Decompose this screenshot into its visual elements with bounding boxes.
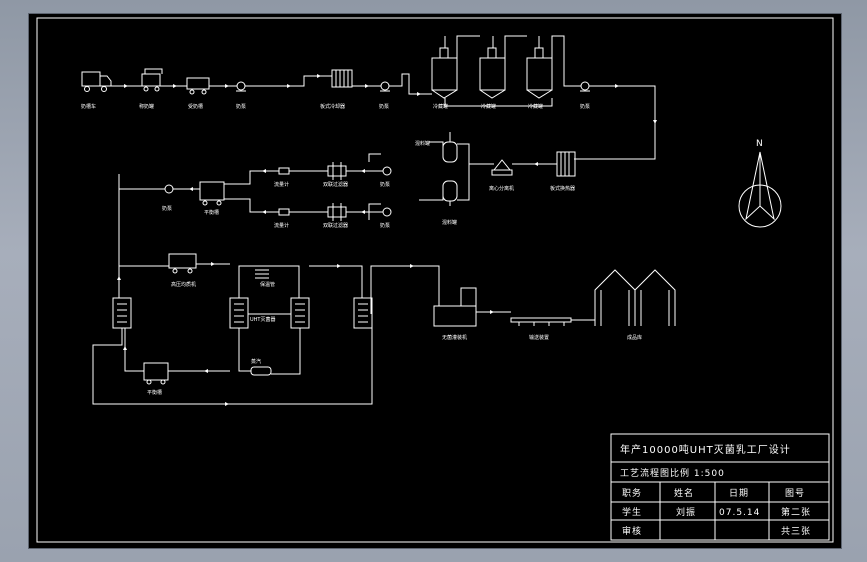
label-filter-bot: 双联过滤器 bbox=[323, 222, 348, 229]
label-mix-tank-top: 混料罐 bbox=[415, 140, 430, 147]
label-pump-2: 奶泵 bbox=[379, 103, 389, 110]
tank-interconnect bbox=[444, 36, 553, 107]
label-holding-tube: 保温管 bbox=[260, 281, 275, 288]
drawing-frame bbox=[36, 17, 834, 543]
tank-truck-symbol bbox=[81, 71, 112, 92]
col-name: 姓名 bbox=[674, 487, 694, 499]
label-filter-top: 双联过滤器 bbox=[323, 181, 348, 188]
balance-tank-symbol bbox=[199, 181, 225, 206]
label-weigh-tank: 称奶罐 bbox=[139, 103, 154, 110]
sheet-number: 第二张 bbox=[781, 506, 811, 518]
north-label: N bbox=[756, 139, 763, 149]
label-conveyor: 输送装置 bbox=[529, 334, 549, 341]
row1-flow-arrows bbox=[124, 74, 657, 124]
row1-pipeline bbox=[111, 35, 656, 160]
warehouse-symbol bbox=[594, 269, 676, 326]
label-uht-plate: UHT灭菌器 bbox=[250, 316, 275, 323]
cold-storage-tank-c bbox=[526, 47, 553, 99]
label-homogenizer: 高压均质机 bbox=[171, 281, 196, 288]
label-flowmeter-bot: 流量计 bbox=[274, 222, 289, 229]
col-date: 日期 bbox=[729, 488, 749, 499]
total-sheets: 共三张 bbox=[781, 526, 811, 537]
heat-exchanger-1 bbox=[112, 297, 132, 329]
separator-symbol bbox=[491, 159, 513, 176]
label-cold-store-a: 冷藏罐 bbox=[433, 103, 448, 110]
flowmeter-bot-symbol bbox=[278, 208, 290, 216]
label-plate-cooler: 板式冷却器 bbox=[320, 103, 345, 110]
label-mix-tank-bot: 混料罐 bbox=[442, 219, 457, 226]
pump-symbol-3 bbox=[580, 81, 590, 92]
pump-symbol-1 bbox=[236, 81, 246, 92]
role-student: 学生 bbox=[622, 506, 642, 518]
row2-flow-arrows bbox=[189, 162, 538, 214]
label-cold-store-c: 冷藏罐 bbox=[528, 103, 543, 110]
label-balance-tank: 平衡槽 bbox=[204, 209, 219, 216]
label-tank-truck: 奶槽车 bbox=[81, 103, 96, 110]
conveyor-symbol bbox=[510, 317, 572, 326]
label-balance-tank-2: 平衡槽 bbox=[147, 389, 162, 396]
drawing-subtitle: 工艺流程图比例 1:500 bbox=[620, 467, 725, 479]
label-warehouse: 成品库 bbox=[627, 334, 642, 341]
row3-flow-arrows bbox=[117, 262, 494, 406]
label-flowmeter-top: 流量计 bbox=[274, 181, 289, 188]
pump-left-symbol bbox=[164, 184, 174, 194]
label-pump-top: 奶泵 bbox=[380, 181, 390, 188]
homogenizer-symbol bbox=[168, 253, 197, 274]
label-separator: 离心分离机 bbox=[489, 185, 514, 192]
mix-tank-bot-symbol bbox=[442, 180, 458, 202]
label-pump-left: 奶泵 bbox=[162, 205, 172, 212]
role-review: 审核 bbox=[622, 525, 642, 537]
cold-storage-tank-a bbox=[431, 47, 458, 99]
heat-exchanger-4 bbox=[353, 297, 373, 329]
col-drawing-no: 图号 bbox=[785, 488, 805, 499]
label-plate-heater: 板式换热器 bbox=[550, 185, 575, 192]
label-pump-3: 奶泵 bbox=[580, 103, 590, 110]
north-arrow: N bbox=[738, 139, 782, 228]
flowmeter-top-symbol bbox=[278, 167, 290, 175]
heat-exchanger-3 bbox=[290, 297, 310, 329]
pump-top-symbol bbox=[382, 166, 392, 176]
heat-exchanger-2 bbox=[229, 297, 249, 329]
col-duty: 职务 bbox=[622, 487, 642, 499]
pump-symbol-2 bbox=[380, 81, 390, 92]
drawing-title: 年产10000吨UHT灭菌乳工厂设计 bbox=[620, 443, 791, 456]
label-aseptic-filler: 无菌灌装机 bbox=[442, 334, 467, 341]
mix-tank-top-symbol bbox=[442, 141, 458, 163]
receive-tank-symbol bbox=[186, 77, 210, 95]
plate-heater-symbol bbox=[556, 151, 576, 177]
filter-bot-symbol bbox=[327, 203, 347, 221]
cold-storage-tank-b bbox=[479, 47, 506, 99]
label-pump-bot: 奶泵 bbox=[380, 222, 390, 229]
pump-bot-symbol bbox=[382, 207, 392, 217]
title-block bbox=[610, 433, 830, 541]
holding-tube-symbol bbox=[255, 265, 269, 279]
process-flow-diagram: 奶槽车 称奶罐 受奶槽 奶泵 板式冷却器 奶泵 冷藏罐 冷藏罐 冷藏罐 奶泵 板… bbox=[36, 17, 834, 543]
plate-cooler-symbol bbox=[331, 69, 353, 88]
label-steam: 蒸汽 bbox=[251, 358, 261, 365]
student-name: 刘振 bbox=[676, 506, 696, 518]
balance-tank-2-symbol bbox=[143, 362, 169, 385]
filter-top-symbol bbox=[327, 162, 347, 180]
steam-injector-symbol bbox=[250, 366, 272, 376]
date-value: 07.5.14 bbox=[719, 508, 760, 518]
label-pump-1: 奶泵 bbox=[236, 103, 246, 110]
weigh-tank-symbol bbox=[141, 68, 163, 92]
aseptic-filler-symbol bbox=[433, 287, 477, 327]
label-receive-tank: 受奶槽 bbox=[188, 103, 203, 110]
drawing-sheet: 奶槽车 称奶罐 受奶槽 奶泵 板式冷却器 奶泵 冷藏罐 冷藏罐 冷藏罐 奶泵 板… bbox=[29, 14, 841, 548]
label-cold-store-b: 冷藏罐 bbox=[481, 103, 496, 110]
